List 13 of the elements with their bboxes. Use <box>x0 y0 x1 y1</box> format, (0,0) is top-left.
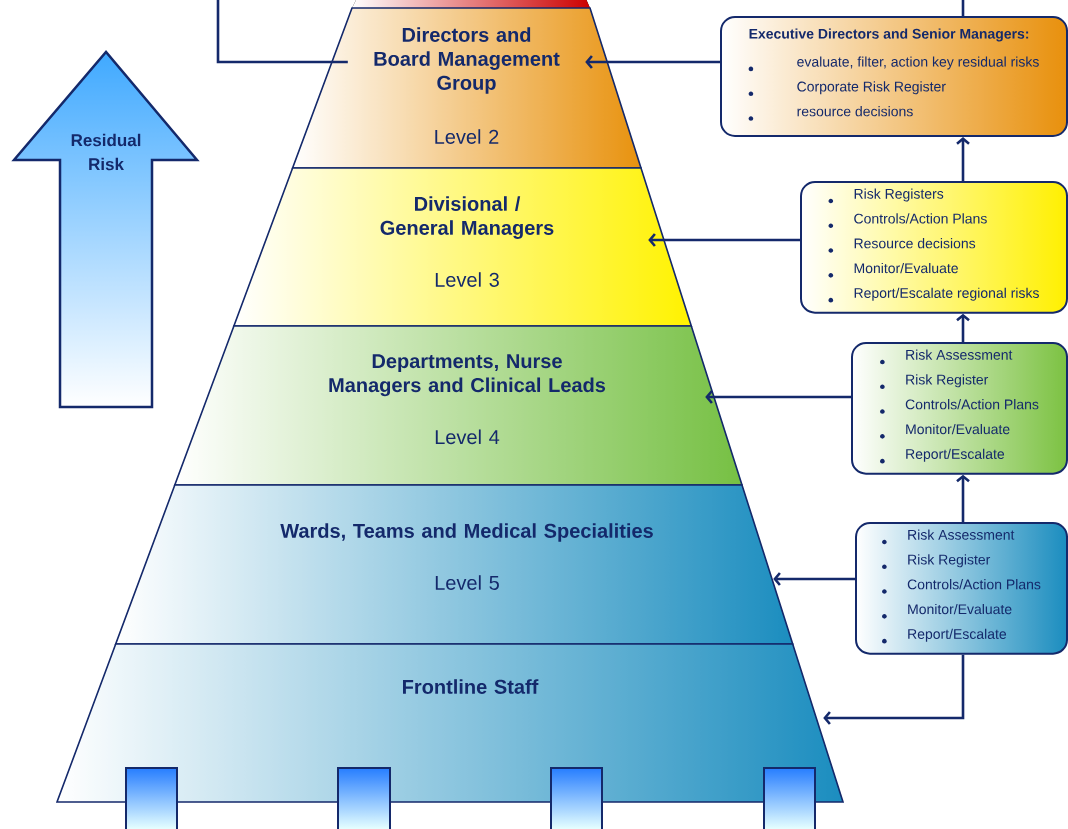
connector-arrow <box>705 390 851 404</box>
bullet-box: Risk Assessment Risk Register Controls/Action Plans Monitor/Evaluate Report/Escalate <box>855 522 1068 655</box>
connector-arrow <box>773 572 855 586</box>
connector-arrow <box>956 474 970 522</box>
connector-arrow <box>585 55 720 69</box>
connector-arrow <box>823 654 965 725</box>
connector-arrow <box>956 313 970 342</box>
level-band: Wards, Teams and Medical Specialities Level 5 <box>114 484 794 645</box>
bullet-box: Executive Directors and Senior Managers: evaluate, filter, action key residual risks Corporate Risk Register resource decisions <box>720 16 1068 137</box>
bullet-box: Risk Registers Controls/Action Plans Resource decisions Monitor/Evaluate Report/Escalate regional risks <box>800 181 1068 314</box>
connector-arrow <box>956 137 970 181</box>
bullet-box: Risk Assessment Risk Register Controls/Action Plans Monitor/Evaluate Report/Escalate <box>851 342 1068 475</box>
connector-arrow <box>648 233 800 247</box>
